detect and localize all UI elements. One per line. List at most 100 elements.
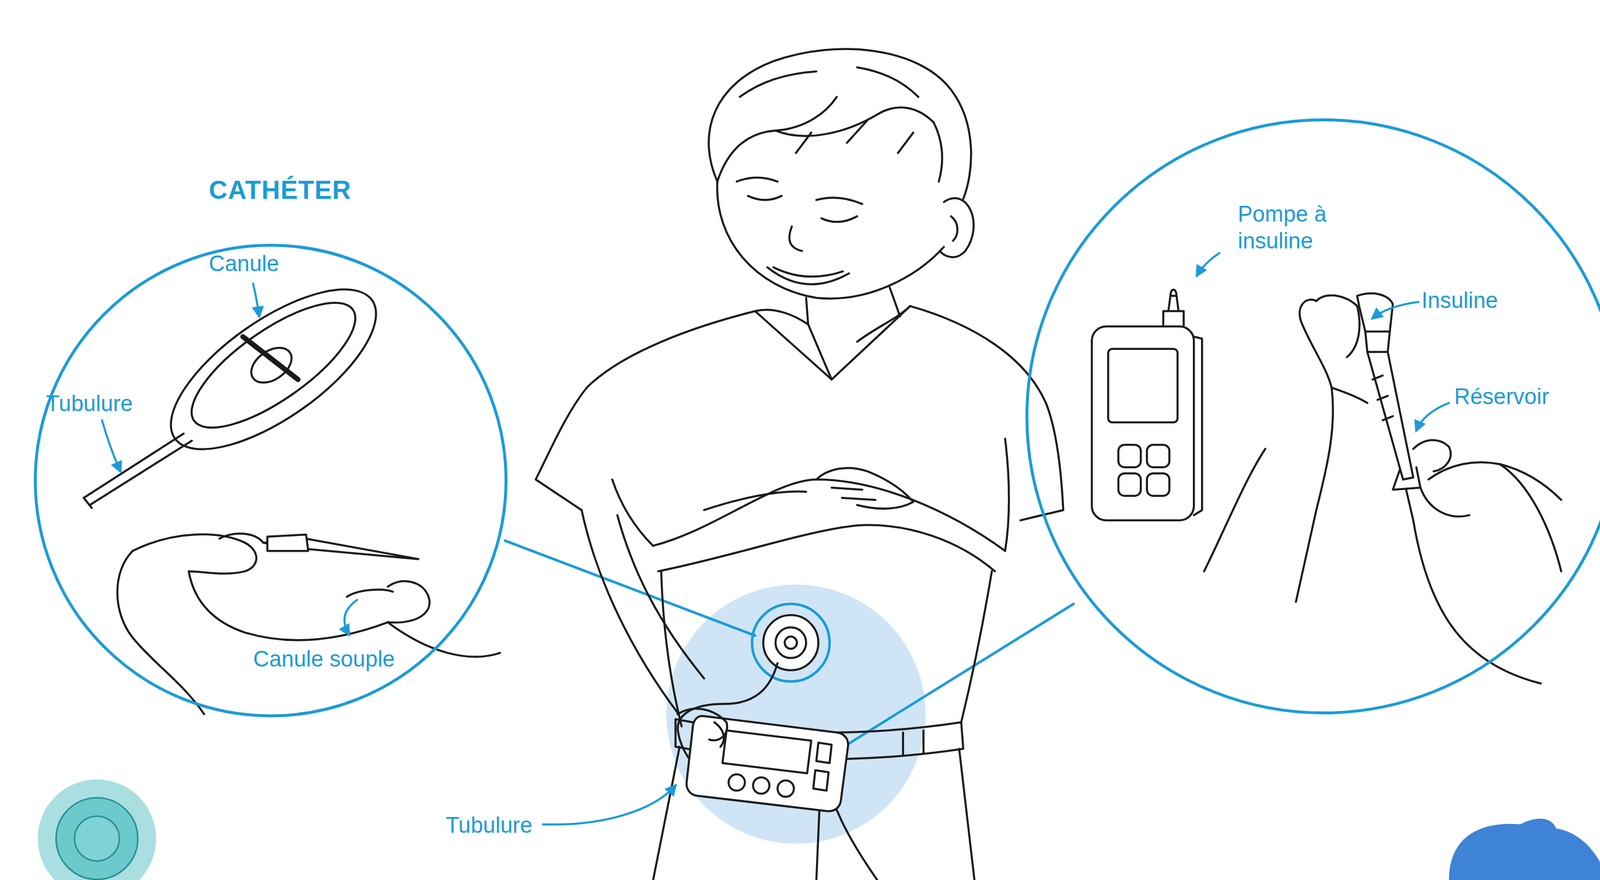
zoom-leader bbox=[838, 604, 1074, 751]
boy-figure bbox=[816, 197, 863, 205]
catheter-detail bbox=[242, 336, 298, 380]
leader-arrow bbox=[253, 283, 259, 317]
circle-outline bbox=[33, 243, 508, 718]
insulin-pump bbox=[686, 716, 849, 812]
insulin-pump bbox=[722, 730, 812, 774]
part-label: Réservoir bbox=[1454, 383, 1550, 411]
boy-figure bbox=[856, 306, 910, 342]
pump-detail bbox=[1194, 336, 1203, 516]
boy-figure bbox=[708, 48, 972, 199]
leader-arrow bbox=[102, 283, 357, 635]
pump-detail bbox=[1108, 348, 1178, 423]
insulin-pump bbox=[813, 770, 829, 791]
pump-detail bbox=[1367, 352, 1414, 481]
boy-figure bbox=[755, 309, 832, 380]
highlight-disc bbox=[666, 584, 926, 844]
pump-detail bbox=[1163, 289, 1184, 327]
boy-figure bbox=[617, 515, 705, 679]
catheter-detail bbox=[83, 433, 192, 509]
leader-arrow bbox=[1196, 253, 1449, 431]
catheter-site bbox=[751, 604, 830, 682]
pump-detail bbox=[1500, 464, 1562, 572]
pump-detail bbox=[1091, 326, 1195, 521]
insulin-pump bbox=[753, 777, 770, 794]
boy-figure bbox=[717, 181, 945, 299]
catheter-site bbox=[775, 627, 807, 658]
catheter-detail bbox=[267, 534, 308, 552]
pump-detail bbox=[1296, 299, 1334, 602]
leader-arrow bbox=[1372, 302, 1419, 319]
boy-figure bbox=[796, 120, 914, 153]
zoom-circle: CATHÉTERCanuleTubulureCanule souple bbox=[33, 243, 508, 718]
zoom-leader bbox=[505, 540, 1074, 751]
boy-figure bbox=[755, 306, 911, 380]
pump-detail bbox=[1146, 445, 1169, 468]
insulin-pump bbox=[777, 780, 794, 797]
boy-figure bbox=[736, 177, 778, 182]
catheter-detail bbox=[347, 589, 394, 597]
boy-figure bbox=[535, 311, 755, 511]
boy-figure bbox=[653, 479, 1006, 551]
boy-figure bbox=[657, 524, 995, 572]
boy-figure bbox=[939, 198, 974, 258]
part-label: Tubulure bbox=[445, 812, 533, 840]
boy-figure bbox=[831, 487, 876, 500]
boy-figure bbox=[704, 491, 807, 511]
pump-detail bbox=[1406, 489, 1542, 684]
pump-detail bbox=[1203, 449, 1266, 572]
boy-figure bbox=[909, 306, 1063, 521]
leader-arrow bbox=[1416, 403, 1449, 431]
pump-detail bbox=[1420, 487, 1470, 517]
pump-detail bbox=[1146, 473, 1169, 496]
boy-figure bbox=[747, 195, 782, 201]
boy-figure bbox=[961, 571, 992, 723]
pump-detail bbox=[1331, 387, 1368, 404]
pump-detail bbox=[1372, 375, 1393, 421]
pump-detail bbox=[1091, 289, 1562, 684]
boy-figure bbox=[933, 122, 943, 182]
boy-figure bbox=[612, 479, 654, 546]
circle-heading: CATHÉTER bbox=[208, 174, 352, 206]
part-label: Insuline bbox=[1421, 287, 1498, 315]
leader-arrow bbox=[344, 600, 357, 635]
boy-figure bbox=[789, 226, 803, 251]
boy-figure bbox=[816, 467, 913, 509]
illustration bbox=[37, 48, 1600, 880]
corner-decoration bbox=[37, 779, 157, 880]
boy-figure bbox=[856, 67, 919, 97]
boy-figure bbox=[806, 287, 901, 325]
part-label: Tubulure bbox=[46, 390, 133, 418]
catheter-detail bbox=[174, 281, 373, 450]
leader-arrow bbox=[543, 785, 676, 825]
corner-decoration bbox=[1448, 818, 1600, 880]
pump-detail bbox=[1118, 445, 1141, 468]
boy-figure bbox=[902, 730, 924, 756]
insulin-pump bbox=[816, 743, 832, 764]
pump-detail bbox=[1357, 293, 1393, 332]
pump-detail bbox=[1316, 295, 1360, 358]
boy-figure bbox=[535, 48, 1063, 880]
insulin-pump bbox=[677, 708, 849, 812]
corner-decoration bbox=[55, 797, 138, 880]
catheter-site bbox=[784, 636, 797, 650]
pump-detail bbox=[1413, 440, 1451, 472]
catheter-detail bbox=[387, 581, 430, 623]
pump-detail bbox=[1365, 331, 1391, 353]
part-label: Canule souple bbox=[253, 646, 395, 674]
corner-decoration bbox=[74, 816, 120, 861]
pump-detail bbox=[1118, 473, 1141, 496]
insulin-pump bbox=[728, 774, 745, 791]
insulin-pump bbox=[677, 708, 728, 747]
catheter-detail bbox=[188, 571, 388, 641]
part-label: Pompe à insuline bbox=[1237, 201, 1343, 255]
pump-detail bbox=[1428, 462, 1561, 501]
zoom-circle: Pompe à insulineInsulineRéservoir bbox=[1025, 118, 1600, 715]
boy-figure bbox=[821, 216, 857, 223]
boy-figure bbox=[739, 71, 817, 97]
boy-figure bbox=[773, 267, 843, 277]
boy-figure bbox=[1005, 438, 1010, 551]
boy-figure bbox=[767, 267, 850, 285]
boy-figure bbox=[717, 96, 838, 182]
circle-outline bbox=[35, 245, 507, 717]
